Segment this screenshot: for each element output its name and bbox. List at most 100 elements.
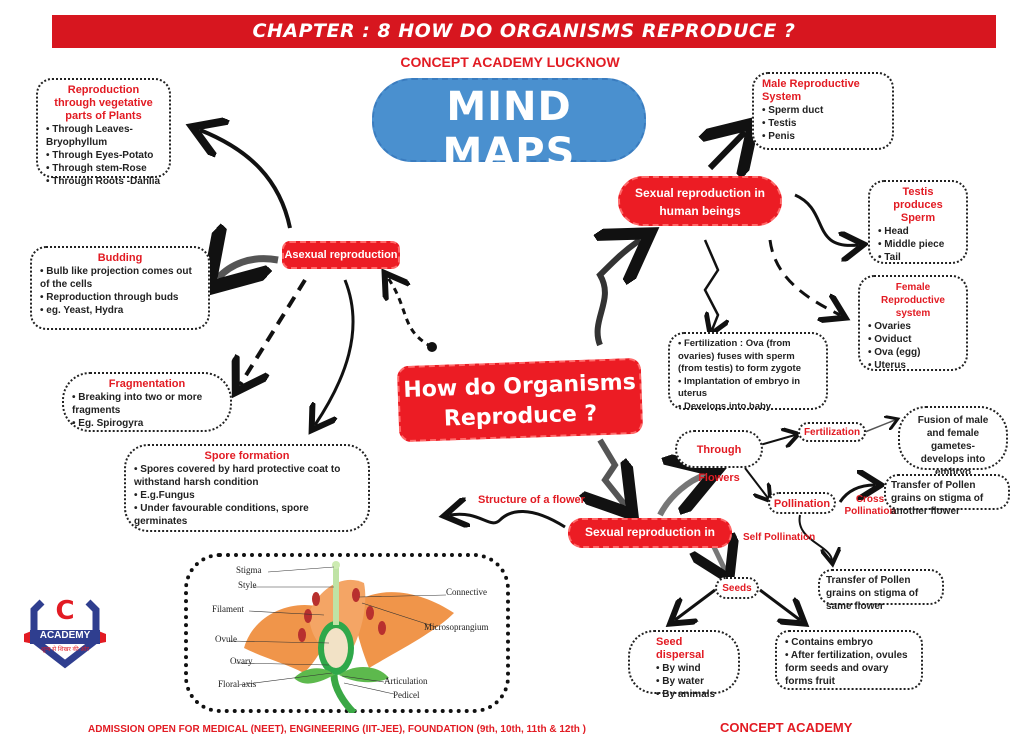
arrow-to-budding — [218, 259, 279, 278]
arrow-plants-to-seeds — [713, 545, 725, 570]
list-item: Through Leaves- Bryophyllum — [46, 123, 161, 149]
logo-name: ACADEMY — [39, 630, 91, 641]
label-style: Style — [238, 580, 257, 590]
list-item: Spores covered by hard protective coat t… — [134, 463, 360, 489]
list-item: E.g.Fungus — [134, 489, 360, 502]
list-item: Testis — [762, 117, 884, 130]
mind-maps-subtitle: LEARNING MADE SIMPLE — [390, 176, 628, 195]
list-item: Contains embryo — [785, 636, 913, 649]
list-item: Breaking into two or more fragments — [72, 391, 222, 417]
testis-heading: Testis produces Sperm — [893, 186, 943, 224]
label-ovary: Ovary — [230, 656, 253, 666]
arrow-to-testis — [794, 193, 858, 245]
arrow-to-female — [768, 239, 840, 315]
list-item: Tail — [878, 251, 958, 264]
seed-dispersal-heading: Seed dispersal — [656, 636, 705, 661]
list-item: Ova (egg) — [868, 346, 958, 359]
list-item: By water — [656, 675, 730, 688]
fertilization-node: Fertilization — [798, 422, 866, 442]
female-system-box: Female Reproductive system Ovaries Ovidu… — [858, 275, 968, 371]
list-item: Through stem-Rose — [46, 162, 161, 175]
through-flowers-node: Through Flowers — [675, 430, 763, 484]
spore-heading: Spore formation — [204, 450, 290, 462]
cross-pollination-box: Transfer of Pollen grains on stigma of a… — [884, 474, 1010, 517]
list-item: Implantation of embryo in uterus — [678, 376, 818, 401]
fragmentation-box: Fragmentation Breaking into two or more … — [62, 372, 232, 432]
budding-heading: Budding — [97, 252, 143, 264]
plant-reproduction-node: Sexual reproduction in plants — [568, 518, 732, 564]
list-item: Uterus — [868, 359, 958, 372]
chapter-banner: CHAPTER : 8 HOW DO ORGANISMS REPRODUCE ? — [52, 15, 996, 48]
pollination-node: Pollination — [768, 492, 836, 514]
petal-right — [354, 592, 454, 668]
vegetative-heading: Reproduction through vegetative parts of… — [54, 84, 153, 122]
label-pedicel: Pedicel — [393, 690, 420, 700]
fertilization-human-box: Fertilization : Ova (from ovaries) fuses… — [668, 332, 828, 412]
list-item: By animals — [656, 688, 730, 701]
self-pollination-box: Transfer of Pollen grains on stigma of s… — [818, 569, 944, 612]
anther — [312, 592, 320, 606]
stigma-shape — [332, 561, 340, 569]
seeds-node: Seeds — [715, 577, 759, 599]
stem-shape — [330, 674, 357, 713]
label-filament: Filament — [212, 604, 244, 614]
cross-pollination-label: Cross Pollination — [844, 494, 896, 517]
list-item: Ovaries — [868, 320, 958, 333]
label-ovule: Ovule — [215, 634, 237, 644]
arrow-fertilization-to-text — [864, 420, 895, 433]
mind-maps-title: MIND MAPS — [442, 84, 576, 176]
arrow-to-male — [710, 132, 745, 168]
arrow-seeds-to-facts — [759, 588, 800, 620]
arrow-plants-to-flowers — [657, 475, 705, 517]
budding-box: Budding Bulb like projection comes out o… — [30, 246, 210, 330]
anther — [352, 588, 360, 602]
structure-of-flower-label: Structure of a flower — [478, 494, 585, 506]
label-stigma: Stigma — [236, 565, 262, 575]
spore-box: Spore formation Spores covered by hard p… — [124, 444, 370, 532]
label-connective: Connective — [446, 587, 487, 597]
logo-letter: C — [55, 596, 75, 626]
male-heading: Male Reproductive System — [762, 78, 860, 103]
arrow-central-to-plants — [600, 438, 625, 505]
fragmentation-heading: Fragmentation — [108, 378, 186, 390]
vegetative-box: Reproduction through vegetative parts of… — [36, 78, 171, 187]
list-item: eg. Yeast, Hydra — [40, 304, 200, 317]
seed-dispersal-box: Seed dispersal By wind By water By anima… — [628, 630, 740, 700]
admission-footer: ADMISSION OPEN FOR MEDICAL (NEET), ENGIN… — [88, 724, 586, 735]
anther — [304, 609, 312, 623]
asexual-node: Asexual reproduction — [282, 241, 400, 269]
anther — [366, 606, 374, 620]
arrow-seeds-to-dispersal — [675, 588, 716, 620]
list-item: After fertilization, ovules form seeds a… — [785, 649, 913, 688]
list-item: By wind — [656, 662, 730, 675]
arrow-to-fragmentation — [240, 278, 307, 385]
list-item: Through Eyes-Potato — [46, 149, 161, 162]
arrow-to-vegetative — [200, 130, 292, 229]
academy-logo — [24, 599, 106, 669]
central-topic: How do Organisms Reproduce ? — [396, 357, 644, 443]
list-item: Penis — [762, 130, 884, 143]
list-item: Sperm duct — [762, 104, 884, 117]
label-articulation: Articulation — [384, 676, 428, 686]
arrow-flowers-to-pollination — [744, 467, 768, 498]
list-item: Middle piece — [878, 238, 958, 251]
label-microsporangium: Microsoprangium — [424, 622, 489, 632]
logo-tagline: शून्य से शिखर की ओर — [41, 647, 89, 653]
arrow-to-self — [798, 514, 832, 560]
flower-illustration — [228, 561, 454, 713]
sepal-left — [294, 668, 334, 684]
arrow-to-cross — [838, 485, 875, 503]
list-item: Fertilization : Ova (from ovaries) fuses… — [678, 338, 818, 376]
female-heading: Female Reproductive system — [881, 282, 945, 319]
arrow-central-to-human — [598, 240, 640, 347]
list-item: Oviduct — [868, 333, 958, 346]
arrow-central-to-asexual — [388, 278, 433, 349]
list-item: Head — [878, 225, 958, 238]
shield-icon — [30, 599, 100, 669]
arrow-to-fertilization-human — [705, 239, 718, 330]
human-reproduction-node: Sexual reproduction in human beings — [618, 176, 782, 226]
academy-footer: CONCEPT ACADEMY — [720, 720, 853, 735]
arrow-to-structure — [450, 511, 566, 527]
list-item: Develops into baby — [678, 401, 818, 414]
